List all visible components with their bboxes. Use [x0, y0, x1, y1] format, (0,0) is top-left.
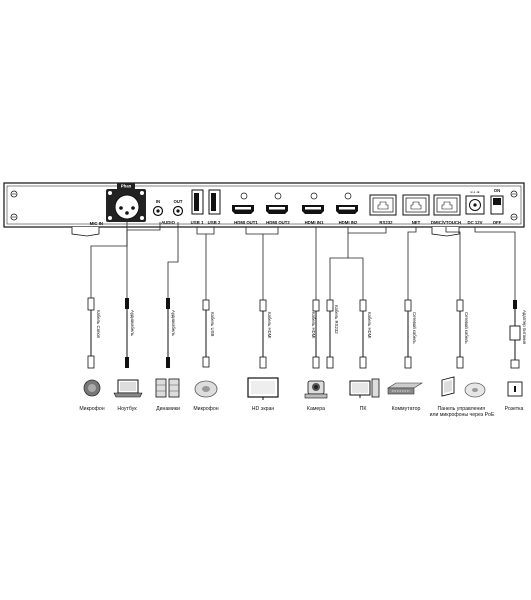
- dc-polarity-icon: ⊖-◐-⊕: [470, 190, 480, 194]
- hdmi-cable-pc: Кабель HDMI: [359, 299, 372, 369]
- usb2-label: USB 2: [208, 220, 221, 225]
- power-outlet-icon: [507, 381, 523, 397]
- audio-out-label: OUT: [173, 199, 182, 204]
- hdmi-in2-port[interactable]: [336, 192, 358, 214]
- network-cable-panel: Сетевой кабель: [456, 299, 469, 369]
- panel-screw: [10, 213, 18, 221]
- device-label-laptop: Ноутбук: [117, 406, 137, 412]
- usb1-label: USB 1: [191, 220, 204, 225]
- hdmi-in1-port[interactable]: [302, 192, 324, 214]
- panel-screw: [10, 190, 18, 198]
- display-icon: [247, 377, 279, 400]
- audio-cable-speakers: Аудиокабель: [166, 298, 176, 368]
- device-label-speakers: Динамики: [156, 406, 180, 412]
- panel-screw: [510, 190, 518, 198]
- audio-label: AUDIO: [161, 220, 176, 225]
- laptop-icon: [113, 379, 143, 398]
- usb-microphone-icon: [194, 380, 218, 398]
- canon-cable: Кабель Canon: [87, 297, 101, 369]
- dmic-vtouch-label: DMIC/VTOUCH: [431, 220, 461, 225]
- network-cable-label: Сетевой кабель: [412, 312, 417, 344]
- audio-in-jack[interactable]: [152, 205, 164, 217]
- hdmi-cable-label: Кабель HDMI: [267, 312, 272, 338]
- rs232-cable-label: Кабель RS232: [334, 305, 339, 334]
- usb-cable-label: Кабель USB: [210, 312, 215, 336]
- device-label-usb-microphone: Микрофон: [193, 406, 218, 412]
- usb2-port[interactable]: [208, 189, 221, 215]
- audio-cable-label: Аудиокабель: [130, 310, 135, 337]
- device-label-switch: Коммутатор: [392, 406, 421, 412]
- rear-panel: Phan MIC IN IN OUT AUDIO USB 1 USB 2: [3, 182, 525, 237]
- power-off-label: OFF: [493, 220, 502, 225]
- microphone-icon: [83, 379, 101, 397]
- dmic-vtouch-port[interactable]: [433, 194, 461, 216]
- hdmi-in1-label: HDMI IN1: [305, 220, 324, 225]
- phantom-label: Phan: [121, 184, 132, 189]
- net-port[interactable]: [402, 194, 430, 216]
- canon-cable-label: Кабель Canon: [96, 310, 101, 339]
- pc-icon: [349, 378, 380, 398]
- device-label-touch-panel: Панель управления или микрофоны через Po…: [430, 406, 495, 418]
- hdmi-out2-port[interactable]: [266, 192, 288, 214]
- camera-icon: [304, 380, 328, 399]
- hdmi-in2-label: HDMI IN2: [339, 220, 358, 225]
- hdmi-cable-camera: Кабель HDMI: [311, 299, 320, 369]
- net-label: NET: [412, 220, 421, 225]
- device-label-outlet: Розетка: [505, 406, 524, 412]
- device-label-camera: Камера: [307, 406, 325, 412]
- hdmi-out1-port[interactable]: [232, 192, 254, 214]
- usb-cable: Кабель USB: [202, 299, 215, 368]
- network-cable-switch: Сетевой кабель: [404, 299, 417, 369]
- mic-in-label: MIC IN: [90, 221, 103, 226]
- phantom-label-box: [117, 183, 135, 189]
- device-label-pc: ПК: [360, 406, 367, 412]
- usb1-port[interactable]: [191, 189, 204, 215]
- hdmi-cable-label: Кабель HDMI: [367, 312, 372, 338]
- hdmi-cable-display: Кабель HDMI: [259, 299, 272, 369]
- power-switch[interactable]: [490, 195, 504, 215]
- devices: Микрофон Ноутбук Динамики Микрофон: [79, 376, 524, 418]
- dc-power-jack[interactable]: ⊖-◐-⊕: [465, 190, 485, 215]
- network-cable-label: Сетевой кабель: [464, 312, 469, 344]
- touch-panel-icon: [441, 376, 486, 398]
- power-adapter-cable: Адаптер питания: [509, 300, 527, 369]
- device-label-display: HD экран: [252, 406, 275, 412]
- dc-label: DC 12V: [467, 220, 482, 225]
- switch-icon: [386, 382, 424, 395]
- rs232-port[interactable]: [369, 194, 397, 216]
- hdmi-out2-label: HDMI OUT2: [266, 220, 290, 225]
- rs232-cable: Кабель RS232: [326, 299, 339, 369]
- device-label-microphone: Микрофон: [79, 406, 104, 412]
- panel-screw: [510, 213, 518, 221]
- audio-in-label: IN: [156, 199, 160, 204]
- power-on-label: ON: [494, 188, 500, 193]
- hdmi-cable-label: Кабель HDMI: [311, 312, 316, 338]
- speakers-icon: [155, 378, 180, 398]
- rs232-label: RS232: [379, 220, 393, 225]
- audio-cable-label: Аудиокабель: [171, 310, 176, 337]
- audio-cable-laptop: Аудиокабель: [125, 298, 135, 368]
- mic-in-port[interactable]: [106, 189, 146, 222]
- connection-lines: [90, 219, 516, 300]
- audio-out-jack[interactable]: [172, 205, 184, 217]
- cables: Кабель Canon Аудиокабель Аудиокабель Каб…: [87, 297, 527, 369]
- power-adapter-label: Адаптер питания: [522, 310, 527, 345]
- hdmi-out1-label: HDMI OUT1: [234, 220, 258, 225]
